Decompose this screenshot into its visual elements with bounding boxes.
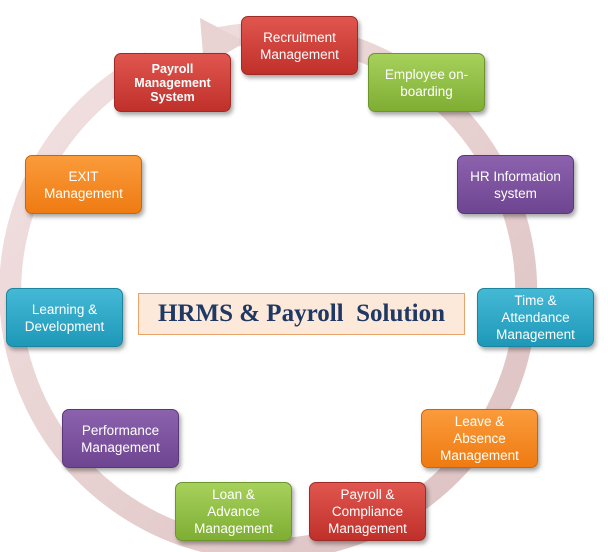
node-payroll-compliance: Payroll & Compliance Management xyxy=(309,482,426,541)
node-performance: Performance Management xyxy=(62,409,179,468)
node-learning-label: Learning & Development xyxy=(24,301,105,334)
node-hr-info-label: HR Information system xyxy=(470,168,561,201)
node-leave: Leave & Absence Management xyxy=(421,409,538,468)
node-time-attendance: Time & Attendance Management xyxy=(477,288,594,347)
node-payroll-compliance-label: Payroll & Compliance Management xyxy=(328,487,407,536)
node-loan-label: Loan & Advance Management xyxy=(194,487,273,536)
diagram-title: HRMS & Payroll Solution xyxy=(138,293,465,335)
node-exit: EXIT Management xyxy=(25,155,142,214)
node-onboarding-label: Employee on- boarding xyxy=(384,66,469,99)
node-time-attendance-label: Time & Attendance Management xyxy=(496,293,575,342)
node-payroll-system-label: Payroll Management System xyxy=(134,61,211,104)
node-exit-label: EXIT Management xyxy=(44,168,123,201)
node-learning: Learning & Development xyxy=(6,288,123,347)
node-hr-info: HR Information system xyxy=(457,155,574,214)
node-leave-label: Leave & Absence Management xyxy=(440,414,519,463)
node-loan: Loan & Advance Management xyxy=(175,482,292,541)
node-payroll-system: Payroll Management System xyxy=(114,53,231,112)
node-onboarding: Employee on- boarding xyxy=(368,53,485,112)
node-performance-label: Performance Management xyxy=(81,422,160,455)
node-recruitment-label: Recruitment Management xyxy=(260,29,339,62)
node-recruitment: Recruitment Management xyxy=(241,16,358,75)
